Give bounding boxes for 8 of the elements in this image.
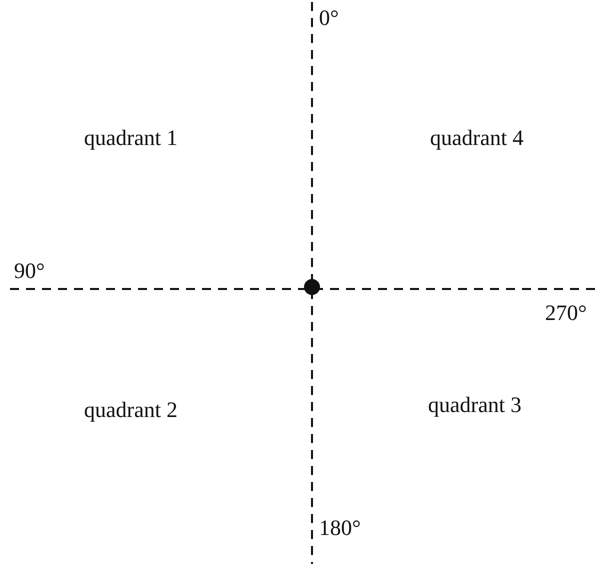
angle-label: 0° <box>319 5 339 31</box>
angle-label: 270° <box>545 300 587 326</box>
angle-label: 180° <box>319 515 361 541</box>
quadrant-label: quadrant 1 <box>84 125 178 151</box>
quadrant-label: quadrant 4 <box>430 125 524 151</box>
angle-label: 90° <box>14 258 45 284</box>
quadrant-label: quadrant 3 <box>428 392 522 418</box>
quadrant-label: quadrant 2 <box>84 397 178 423</box>
